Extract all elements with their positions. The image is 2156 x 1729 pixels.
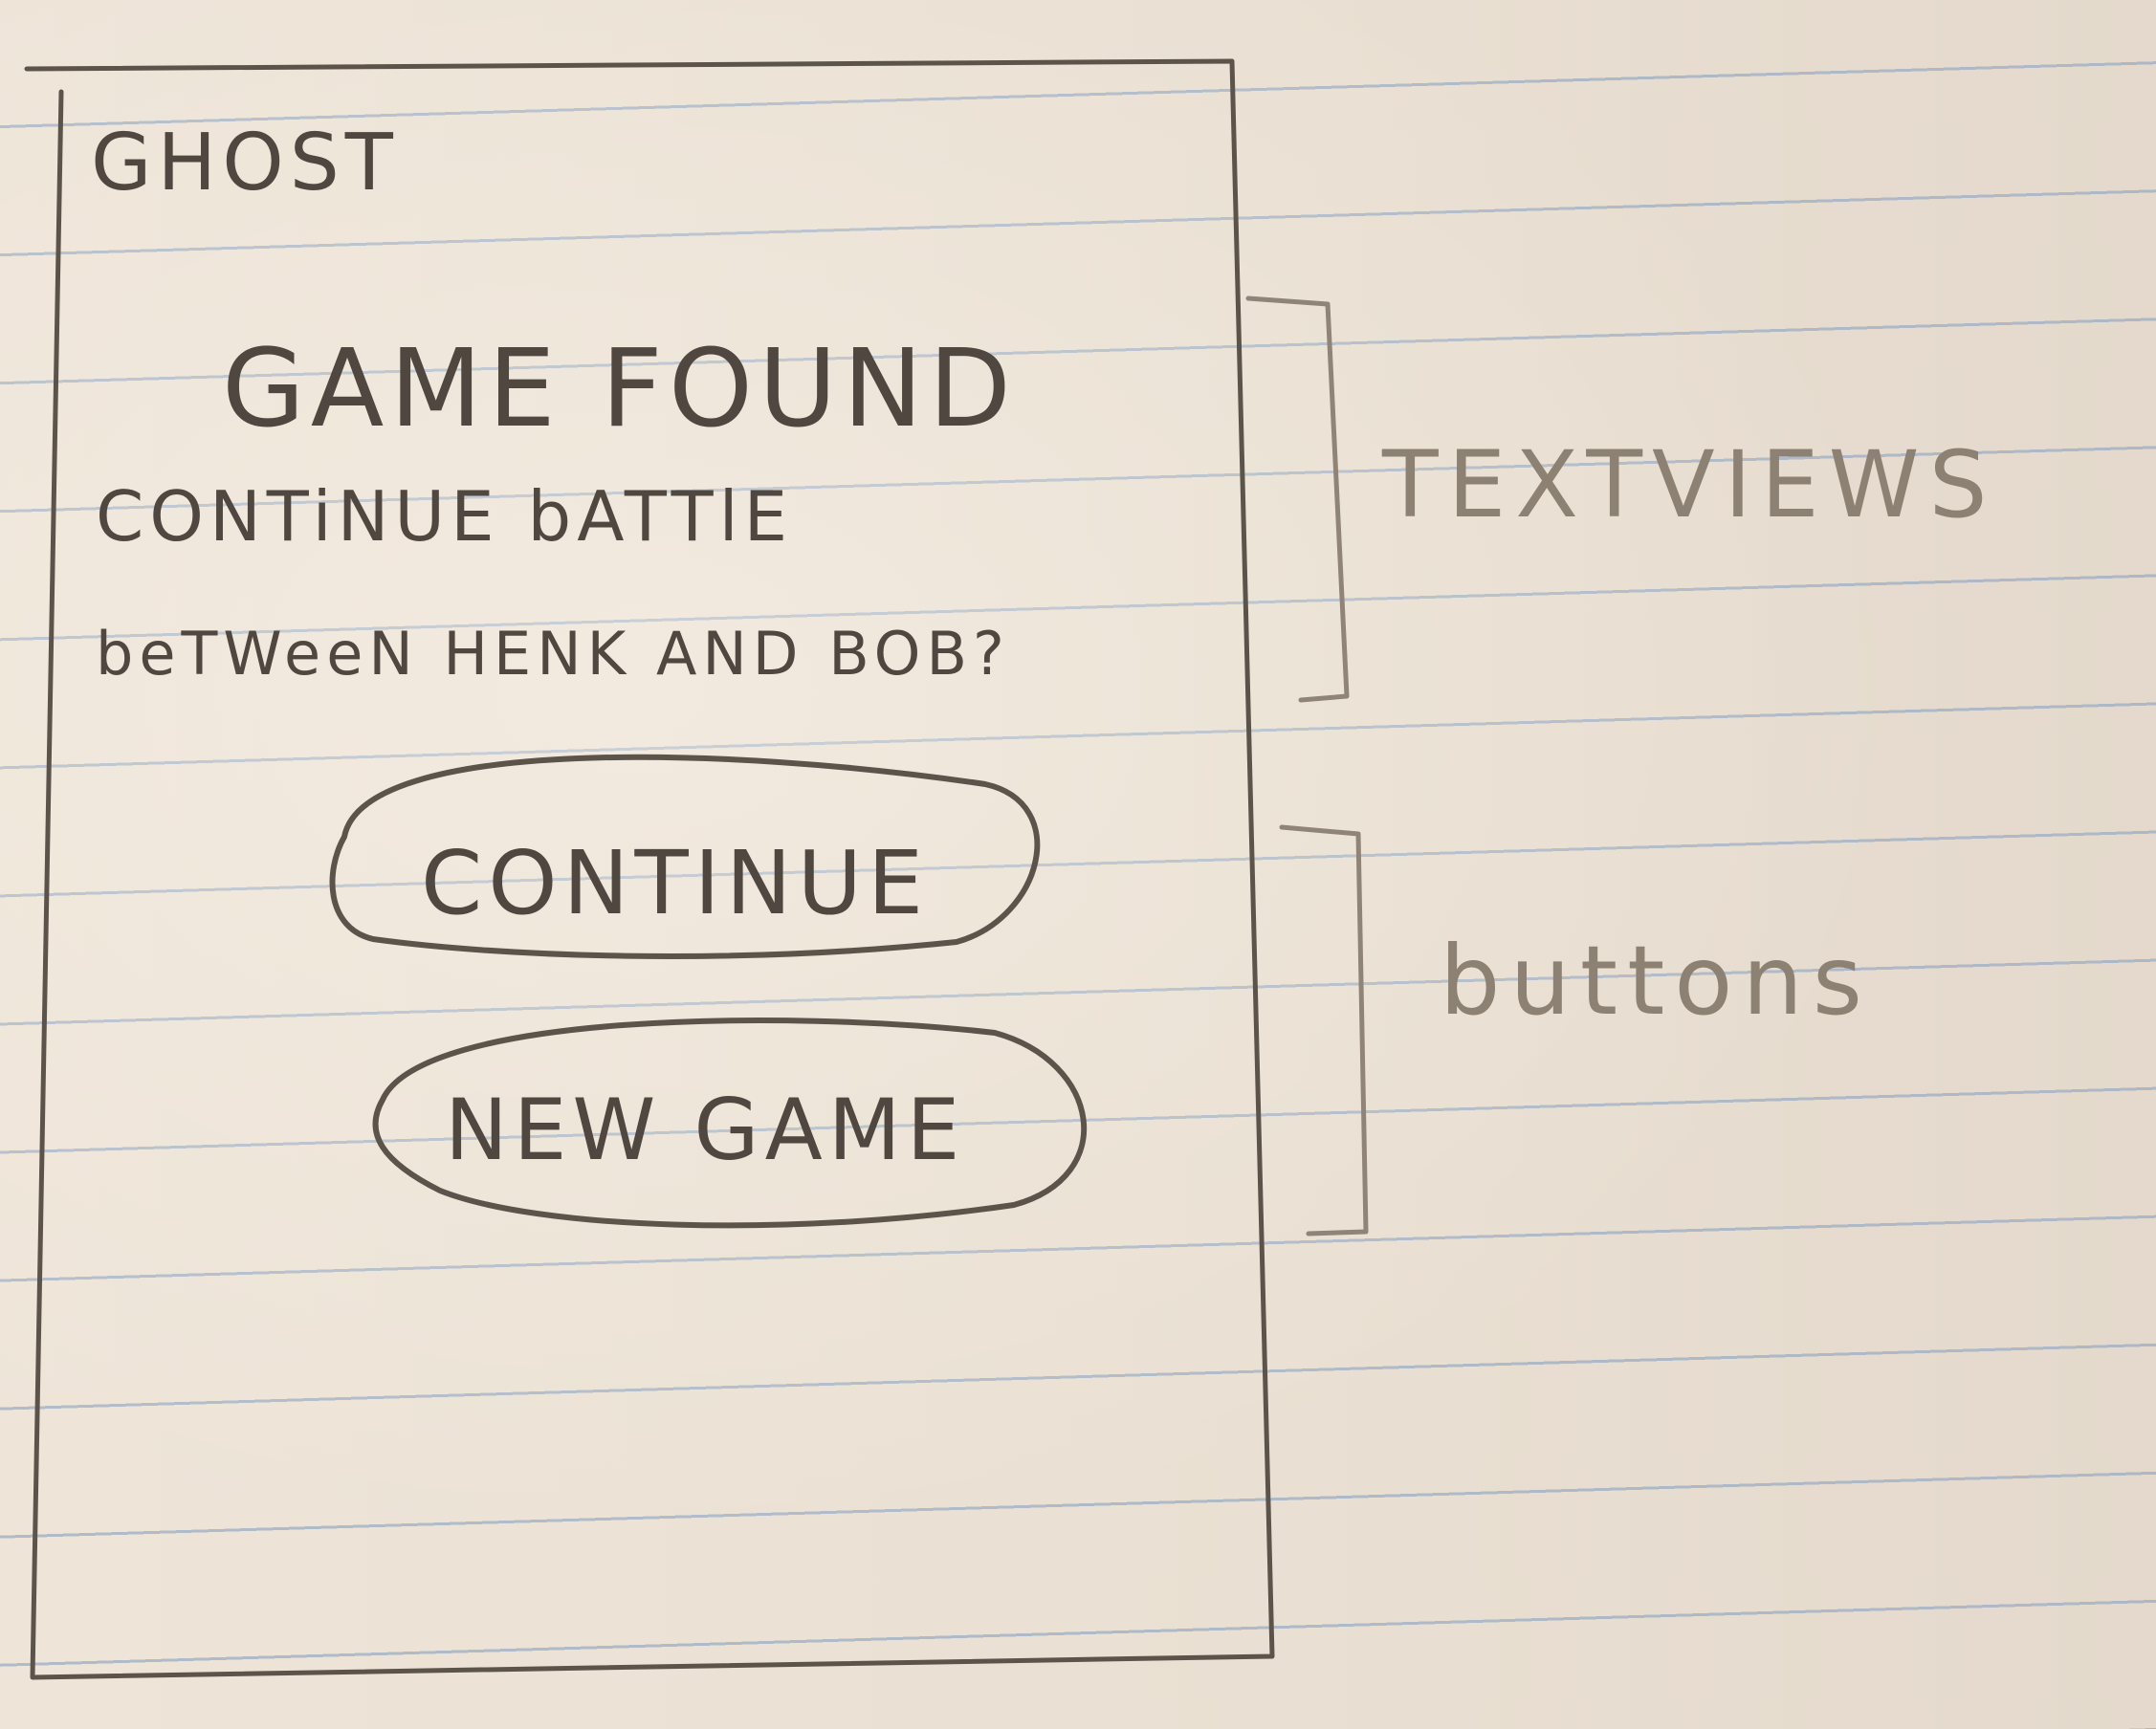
app-title: GHOST bbox=[91, 118, 399, 208]
new-game-button-label: NEW GAME bbox=[445, 1081, 965, 1179]
continue-button[interactable]: CONTINUE bbox=[329, 754, 1041, 959]
textviews-bracket bbox=[1245, 295, 1350, 703]
continue-button-label: CONTINUE bbox=[421, 832, 929, 934]
new-game-button-outline bbox=[372, 1018, 1088, 1229]
continue-button-outline bbox=[329, 754, 1041, 959]
new-game-button[interactable]: NEW GAME bbox=[372, 1018, 1088, 1229]
game-found-heading: GAME FOUND bbox=[222, 327, 1017, 451]
message-line-2: beTWeeN HENK AND BOB? bbox=[96, 619, 1010, 689]
buttons-annotation: buttons bbox=[1440, 925, 1872, 1037]
message-line-1: CONTiNUE bATTlE bbox=[96, 476, 793, 557]
phone-screen-frame bbox=[24, 58, 1275, 1680]
buttons-bracket bbox=[1279, 824, 1369, 1237]
textviews-annotation: TEXTVIEWS bbox=[1381, 431, 1997, 538]
